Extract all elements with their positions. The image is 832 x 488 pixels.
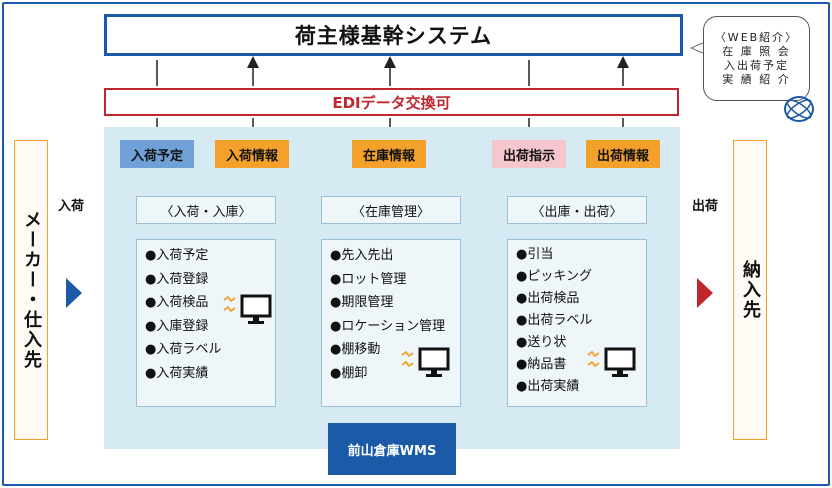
delivery-destination-box: 納入先 [733,140,767,440]
section-title-inbound: 〈入荷・入庫〉 [136,196,276,224]
web-intro-callout: 〈WEB紹介〉 在 庫 照 会 入出荷予定 実 績 紹 介 [703,16,810,101]
list-item: ●入庫登録 [145,318,209,334]
edi-exchange-box: EDIデータ交換可 [104,88,679,116]
tag-shipping-instruction: 出荷指示 [492,140,566,168]
callout-line: 在 庫 照 会 [722,44,791,58]
list-item: ●先入先出 [330,248,394,263]
list-item: ●入荷ラベル [145,342,222,357]
list-item: ●入荷検品 [145,295,209,310]
callout-line: 〈WEB紹介〉 [714,30,799,44]
list-item: ●出荷検品 [516,291,580,306]
tag-inbound-info: 入荷情報 [215,140,289,168]
stock-function-list: ●先入先出 ●ロット管理 ●期限管理 ●ロケーション管理 ●棚移動 ●棚卸 [321,239,461,407]
inbound-arrow-icon [66,278,82,308]
tag-stock-info: 在庫情報 [352,140,426,168]
supplier-box: メーカー・仕入先 [14,140,48,440]
section-title-outbound: 〈出庫・出荷〉 [507,196,647,224]
list-item: ●送り状 [516,335,567,350]
wms-label: 前山倉庫WMS [328,423,456,475]
list-item: ●納品書 [516,357,567,372]
monitor-icon [401,347,450,377]
tag-shipping-info: 出荷情報 [586,140,660,168]
inbound-label: 入荷 [58,199,85,214]
monitor-icon [587,347,636,377]
list-item: ●棚移動 [330,342,381,357]
callout-line: 入出荷予定 [724,58,789,72]
list-item: ●入荷登録 [145,271,209,287]
list-item: ●出荷実績 [516,379,580,394]
monitor-icon [223,294,272,324]
outbound-arrow-icon [697,278,713,308]
outbound-label: 出荷 [692,199,719,214]
delivery-destination-label: 納入先 [740,260,761,320]
globe-icon [784,96,814,122]
list-item: ●入荷予定 [145,248,209,263]
list-item: ●引当 [516,247,554,262]
supplier-label: メーカー・仕入先 [21,210,42,370]
tag-inbound-plan: 入荷予定 [120,140,194,168]
outbound-function-list: ●引当 ●ピッキング ●出荷検品 ●出荷ラベル ●送り状 ●納品書 ●出荷実績 [507,239,647,407]
list-item: ●入荷実績 [145,365,209,381]
list-item: ●出荷ラベル [516,313,593,328]
section-title-stock: 〈在庫管理〉 [321,196,461,224]
list-item: ●棚卸 [330,365,368,381]
list-item: ●ロット管理 [330,271,407,287]
core-system-box: 荷主様基幹システム [104,14,683,56]
list-item: ●ピッキング [516,269,592,284]
list-item: ●ロケーション管理 [330,318,446,334]
callout-line: 実 績 紹 介 [722,72,791,86]
list-item: ●期限管理 [330,295,394,310]
